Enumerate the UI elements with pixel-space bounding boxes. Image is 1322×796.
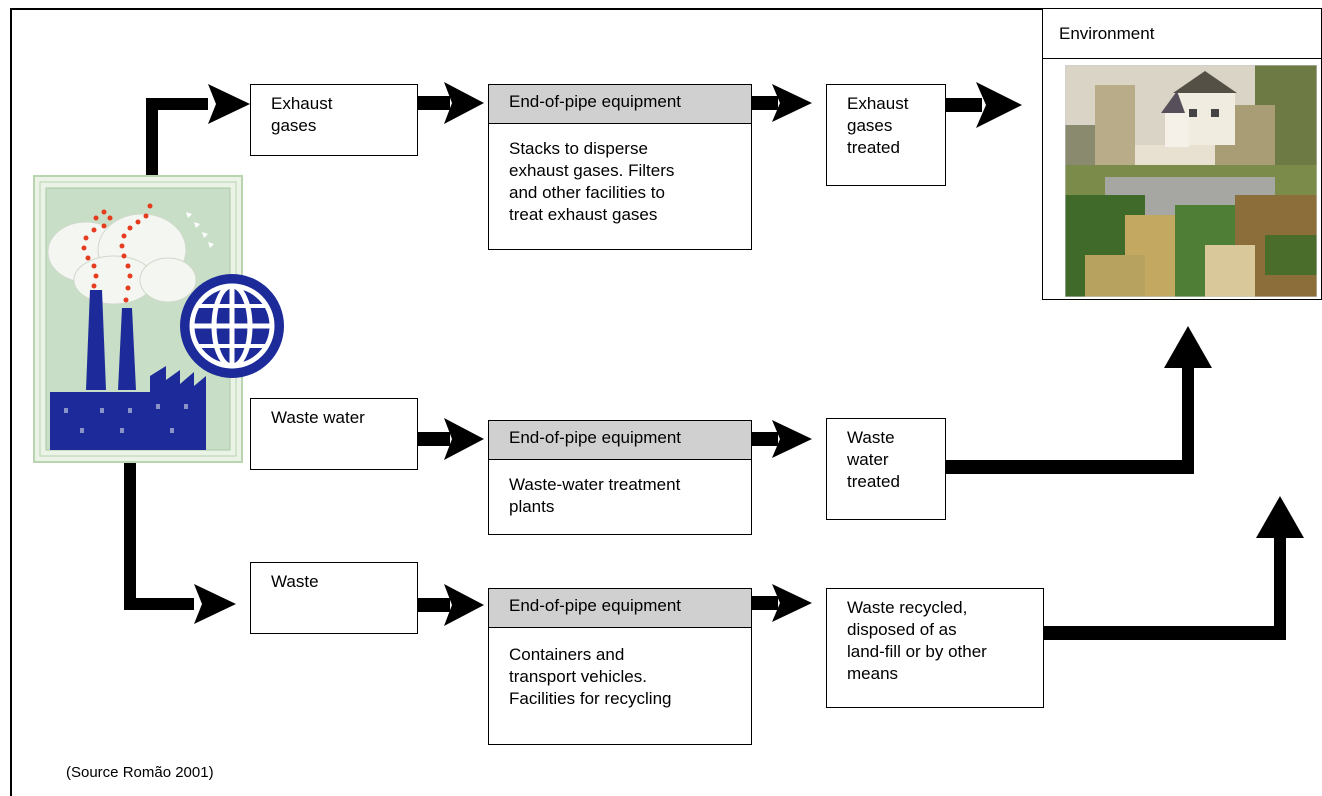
equipment-header-1: End-of-pipe equipment: [488, 84, 752, 124]
treated-1-line-1: Exhaust: [847, 94, 909, 113]
arrow-equipment-to-recycled: [772, 584, 812, 622]
treated-2-line-2: water: [847, 450, 889, 469]
treated-1-line-2: gases: [847, 116, 893, 135]
source-caption: (Source Romão 2001): [66, 764, 214, 781]
equipment-1-line-1: Stacks to disperse: [509, 139, 648, 158]
diagram-frame: [10, 8, 1322, 796]
treated-2-line-3: treated: [847, 472, 900, 491]
arrow-stem-factory-down: [124, 462, 136, 610]
arrow-exhaust-to-equipment: [444, 82, 484, 124]
recycled-line-1: Waste recycled,: [847, 598, 968, 617]
equipment-3-line-1: Containers and: [509, 645, 625, 664]
exhaust-gases-box: Exhaust gases: [250, 84, 418, 156]
arrow-waste-to-equipment: [444, 584, 484, 626]
equipment-1-line-4: treat exhaust gases: [509, 205, 658, 224]
environment-title: Environment: [1043, 9, 1321, 59]
treated-2-line-1: Waste: [847, 428, 895, 447]
waste-water-box: Waste water: [250, 398, 418, 470]
arrow-stem-water-vertical: [1182, 368, 1194, 474]
arrow-stem-factory-up: [146, 98, 158, 180]
arrow-head-to-exhaust: [208, 84, 250, 124]
equipment-header-3: End-of-pipe equipment: [488, 588, 752, 628]
equipment-1-line-3: and other facilities to: [509, 183, 665, 202]
arrow-stem-water-horizontal: [946, 460, 1192, 474]
waste-label: Waste: [271, 572, 319, 591]
waste-water-label: Waste water: [271, 408, 365, 427]
equipment-desc-2: Waste-water treatment plants: [488, 459, 752, 535]
arrow-equipment-to-treated: [772, 84, 812, 122]
equipment-3-line-2: transport vehicles.: [509, 667, 647, 686]
waste-water-treated-box: Waste water treated: [826, 418, 946, 520]
equipment-2-line-2: plants: [509, 497, 555, 516]
recycled-line-2: disposed of as: [847, 620, 957, 639]
arrow-head-waste-up: [1256, 496, 1304, 538]
exhaust-line-1: Exhaust: [271, 94, 333, 113]
equipment-desc-3: Containers and transport vehicles. Facil…: [488, 627, 752, 745]
recycled-line-4: means: [847, 664, 899, 683]
equipment-2-line-1: Waste-water treatment: [509, 475, 681, 494]
waste-box: Waste: [250, 562, 418, 634]
equipment-desc-1: Stacks to disperse exhaust gases. Filter…: [488, 123, 752, 250]
exhaust-treated-box: Exhaust gases treated: [826, 84, 946, 186]
arrow-equipment-to-wastewater-treated: [772, 420, 812, 458]
equipment-1-line-2: exhaust gases. Filters: [509, 161, 675, 180]
waste-recycled-box: Waste recycled, disposed of as land-fill…: [826, 588, 1044, 708]
equipment-3-line-3: Facilities for recycling: [509, 689, 672, 708]
arrow-wastewater-to-equipment: [444, 418, 484, 460]
arrow-head-to-waste: [194, 584, 236, 624]
treated-1-line-3: treated: [847, 138, 900, 157]
exhaust-line-2: gases: [271, 116, 317, 135]
arrow-head-water-up: [1164, 326, 1212, 368]
recycled-line-3: land-fill or by other: [847, 642, 987, 661]
equipment-header-2: End-of-pipe equipment: [488, 420, 752, 460]
arrow-treated-to-environment: [976, 82, 1022, 128]
arrow-stem-factory-bottom: [124, 598, 194, 610]
environment-box: Environment: [1042, 8, 1322, 300]
landscape-illustration: [1065, 65, 1317, 297]
arrow-stem-waste-horizontal: [1044, 626, 1286, 640]
arrow-stem-factory-top: [146, 98, 208, 110]
arrow-stem-waste-vertical: [1274, 538, 1286, 640]
